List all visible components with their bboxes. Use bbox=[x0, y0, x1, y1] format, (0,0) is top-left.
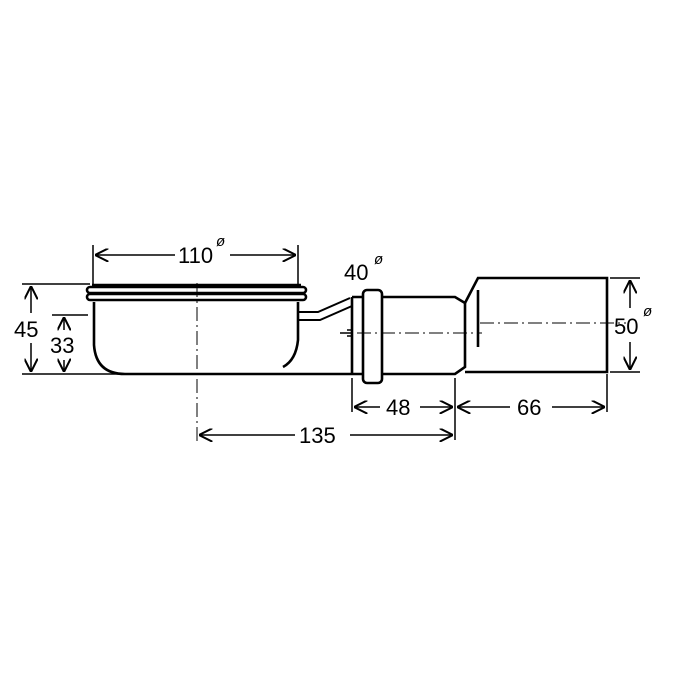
outlet-pipe bbox=[340, 276, 609, 385]
dim-pipe-length: 66 bbox=[517, 395, 541, 420]
dimension-lines bbox=[31, 255, 630, 435]
dim-pipe-diameter: 50 bbox=[614, 314, 638, 339]
dim-bowl-diameter: 110 bbox=[178, 243, 213, 268]
trap-bowl bbox=[85, 283, 353, 376]
dim-center-to-outlet: 135 bbox=[299, 423, 336, 448]
diameter-symbol: ø bbox=[643, 303, 652, 320]
dim-water-seal: 33 bbox=[50, 333, 74, 358]
dim-total-height: 45 bbox=[14, 317, 38, 342]
diameter-symbol: ø bbox=[216, 233, 225, 250]
diameter-symbol: ø bbox=[374, 251, 383, 268]
extension-lines bbox=[22, 245, 640, 440]
dim-outlet-diameter: 40 bbox=[344, 260, 368, 285]
dim-outlet-length: 48 bbox=[386, 395, 410, 420]
